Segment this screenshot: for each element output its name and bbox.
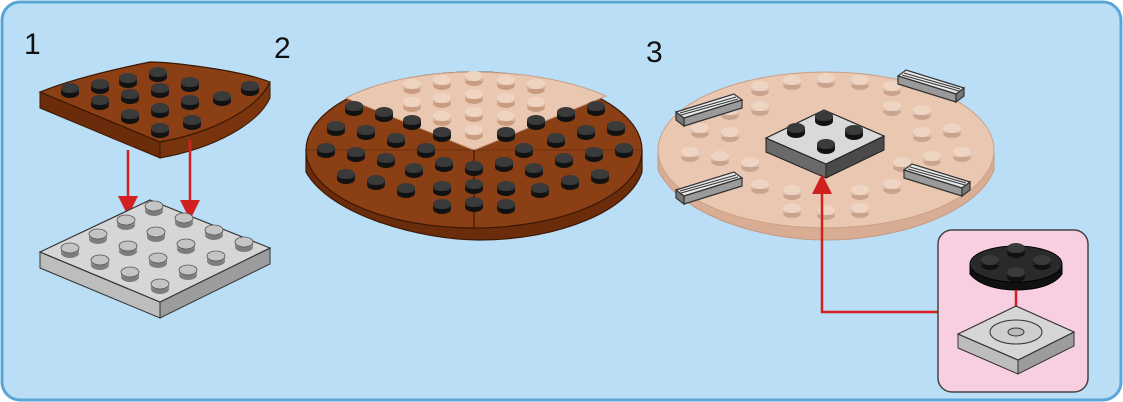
step-number: 2 — [274, 34, 291, 64]
callout-box — [938, 230, 1088, 392]
step-number: 1 — [24, 30, 41, 60]
step-number: 3 — [646, 38, 663, 68]
